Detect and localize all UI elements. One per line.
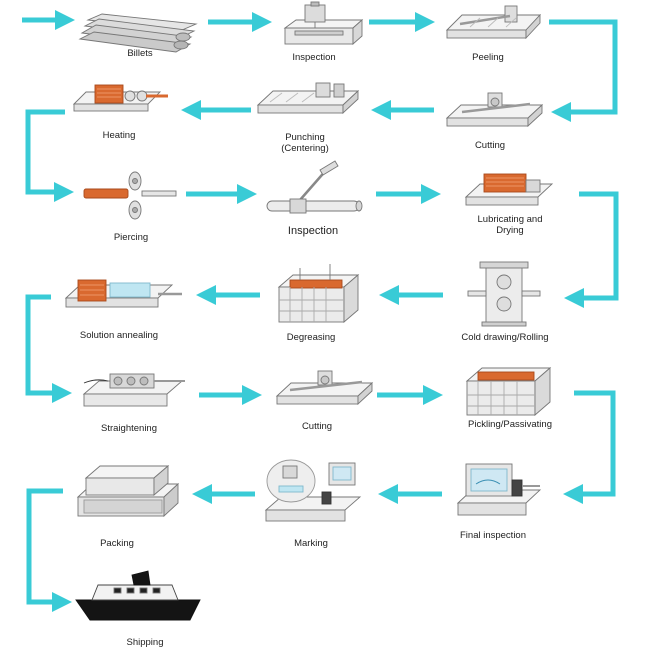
pickling-tank-icon	[465, 367, 552, 416]
step-label: Packing	[100, 538, 134, 549]
step-label: Heating	[102, 130, 136, 141]
packing-crates-icon	[76, 465, 180, 518]
marking-machine-icon	[264, 459, 362, 522]
step-label: Pickling/Passivating	[468, 419, 552, 430]
step-label: Cutting	[301, 421, 333, 432]
step-label: Inspection	[292, 52, 336, 63]
step-label: Cutting	[474, 140, 506, 151]
cutting-machine-icon	[445, 92, 544, 128]
ship-icon	[75, 570, 201, 621]
tube-inspection-icon	[266, 160, 363, 214]
step-label: Piercing	[113, 232, 149, 243]
step-label: Straightening	[101, 423, 157, 434]
annealing-furnace-icon	[64, 279, 182, 308]
flow-arrow	[564, 191, 619, 308]
flow-arrow	[549, 19, 618, 122]
flow-arrow	[26, 488, 72, 612]
flow-arrow	[563, 390, 616, 504]
flow-arrow	[25, 294, 72, 403]
flow-arrow	[25, 109, 74, 202]
inspection-station-icon	[283, 1, 364, 46]
degreasing-tank-icon	[277, 264, 360, 323]
step-label: Shipping	[126, 637, 164, 648]
heating-furnace-icon	[72, 84, 168, 112]
step-label: Final inspection	[459, 530, 527, 541]
step-label: Solution annealing	[79, 330, 159, 341]
step-label: Billets	[127, 48, 153, 59]
peeling-machine-icon	[445, 5, 542, 40]
cutting-machine-icon	[275, 370, 374, 406]
cold-drawing-mill-icon	[467, 261, 541, 327]
punching-machine-icon	[256, 82, 360, 115]
flow-arrows	[22, 10, 619, 612]
step-label: Punching(Centering)	[281, 132, 329, 154]
straightening-machine-icon	[82, 373, 185, 407]
lubricating-tank-icon	[464, 173, 554, 206]
step-label: Marking	[294, 538, 328, 549]
step-label: Peeling	[472, 52, 504, 63]
piercing-mill-icon	[83, 171, 177, 220]
billets-icon	[78, 13, 198, 53]
step-label: Degreasing	[286, 332, 336, 343]
final-inspection-terminal-icon	[456, 463, 542, 516]
step-label: Cold drawing/Rolling	[461, 332, 549, 343]
step-label: Inspection	[287, 225, 339, 237]
